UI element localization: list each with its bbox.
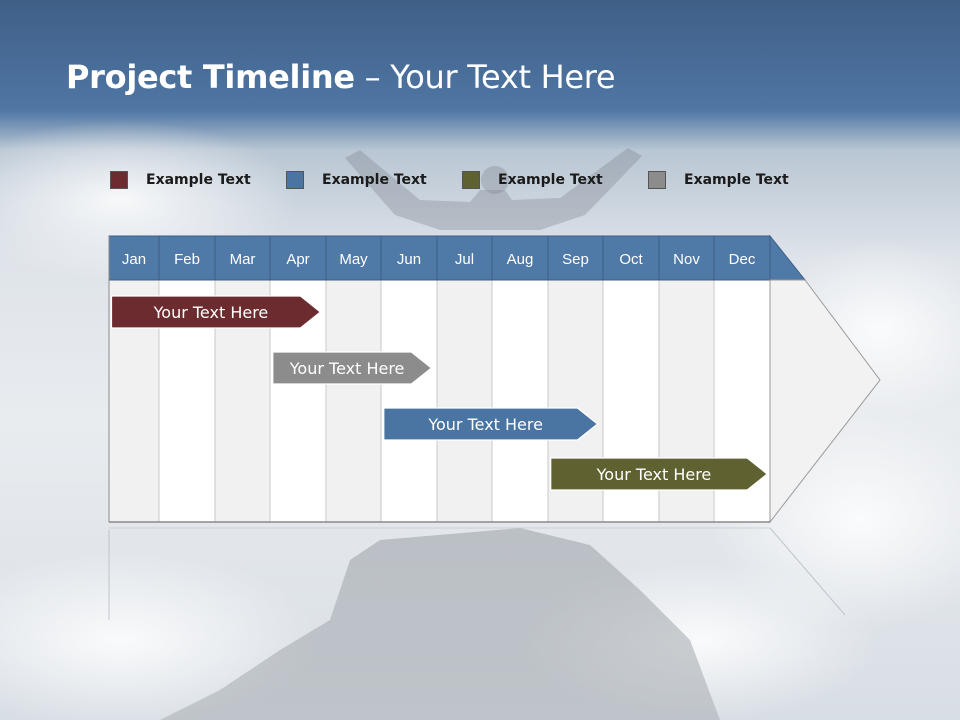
month-header-cell — [602, 235, 660, 281]
title-bold: Project Timeline — [66, 58, 355, 96]
task-bar — [110, 295, 322, 329]
task-bar — [550, 457, 769, 491]
month-column — [325, 279, 382, 523]
month-label: May — [339, 251, 368, 268]
legend-swatch — [462, 171, 480, 189]
legend-swatch — [286, 171, 304, 189]
month-header: Jan Feb Mar Apr May Jun Jul Aug Sep Oct Nov Dec — [108, 234, 807, 281]
legend-swatch — [648, 171, 666, 189]
month-label: Mar — [230, 251, 256, 268]
month-label: Nov — [673, 251, 700, 268]
reflection-diagonal-line — [769, 527, 846, 616]
month-label: Jun — [397, 251, 421, 268]
legend-label: Example Text — [322, 172, 427, 188]
month-header-cell — [713, 235, 771, 281]
month-column — [380, 279, 438, 523]
month-header-cell — [214, 235, 271, 281]
timeline-arrow — [108, 236, 881, 524]
header-arrow-cap — [769, 234, 807, 281]
task-bar-label: Your Text Here — [289, 359, 405, 378]
month-header-cell — [658, 235, 715, 281]
person-silhouette — [345, 148, 642, 230]
month-label: Jul — [455, 251, 474, 268]
rock-silhouette — [160, 528, 720, 720]
month-header-cell — [380, 235, 438, 281]
task-bar — [272, 351, 433, 385]
task-bar-label: Your Text Here — [596, 465, 712, 484]
month-header-cell — [158, 235, 216, 281]
task-bar-label: Your Text Here — [427, 415, 543, 434]
month-label: Sep — [562, 251, 589, 268]
page-title: Project Timeline – Your Text Here — [66, 58, 616, 96]
legend-label: Example Text — [684, 172, 789, 188]
legend-swatch — [110, 171, 128, 189]
month-label: Oct — [619, 251, 643, 268]
task-bar-label: Your Text Here — [153, 303, 269, 322]
month-label: Apr — [286, 251, 309, 268]
month-label: Jan — [122, 251, 146, 268]
timeline-reflection — [108, 527, 846, 620]
legend-label: Example Text — [146, 172, 251, 188]
month-column — [436, 279, 493, 523]
month-header-cell — [436, 235, 493, 281]
month-column — [491, 279, 549, 523]
legend-label: Example Text — [498, 172, 603, 188]
task-bar — [383, 407, 599, 441]
month-label: Aug — [507, 251, 534, 268]
title-rest: – Your Text Here — [354, 58, 616, 96]
month-header-cell — [269, 235, 327, 281]
month-label: Feb — [174, 251, 200, 268]
month-label: Dec — [729, 251, 756, 268]
arrow-head — [769, 279, 881, 524]
person-head — [481, 166, 509, 194]
